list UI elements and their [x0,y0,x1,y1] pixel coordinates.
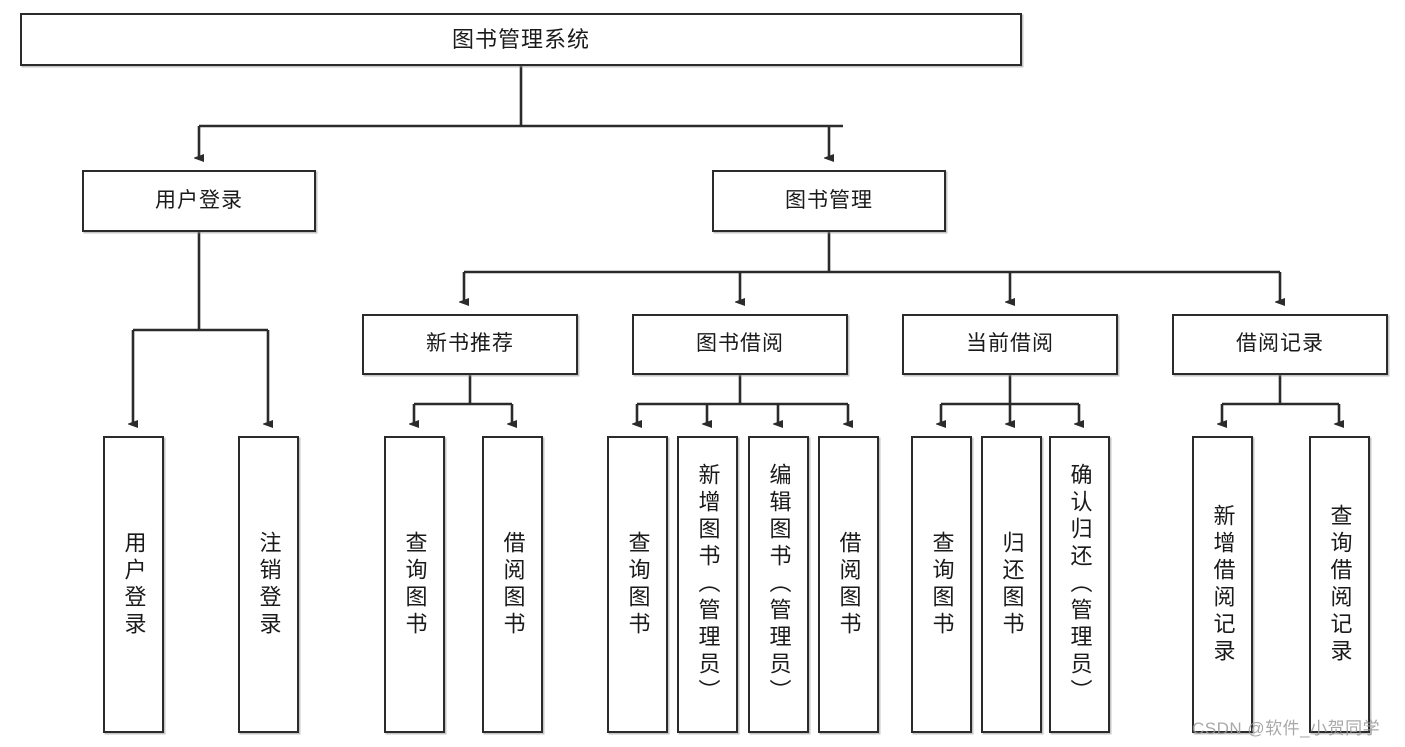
leaf-query-book-2[interactable]: 查询图书 [607,436,668,733]
node-label: 查询图书 [625,530,651,639]
node-user-login[interactable]: 用户登录 [82,170,316,232]
node-label: 图书管理 [785,188,873,212]
leaf-user-login[interactable]: 用户登录 [103,436,164,733]
leaf-edit-book[interactable]: 编辑图书（管理员） [748,436,809,733]
leaf-logout-login[interactable]: 注销登录 [238,436,299,733]
node-new-book-recommend[interactable]: 新书推荐 [362,314,578,375]
node-current-borrow[interactable]: 当前借阅 [902,314,1118,375]
node-borrow-record[interactable]: 借阅记录 [1172,314,1388,375]
node-label: 归还图书 [999,530,1025,639]
leaf-query-book-3[interactable]: 查询图书 [911,436,972,733]
node-book-management[interactable]: 图书管理 [712,170,946,232]
node-label: 当前借阅 [966,332,1054,356]
leaf-borrow-book-1[interactable]: 借阅图书 [482,436,543,733]
node-label: 查询借阅记录 [1327,503,1353,666]
node-root-system[interactable]: 图书管理系统 [20,13,1022,66]
node-label: 用户登录 [155,188,243,212]
csdn-watermark: CSDN @软件_小贺同学 [1192,719,1381,738]
node-label: 图书借阅 [696,332,784,356]
node-book-borrow[interactable]: 图书借阅 [632,314,848,375]
node-label: 查询图书 [402,530,428,639]
node-label: 新增图书（管理员） [695,463,721,706]
leaf-return-book[interactable]: 归还图书 [981,436,1042,733]
leaf-add-book[interactable]: 新增图书（管理员） [677,436,738,733]
node-label: 借阅记录 [1236,332,1324,356]
node-label: 用户登录 [121,530,147,639]
leaf-confirm-return[interactable]: 确认归还（管理员） [1049,436,1110,733]
node-label: 查询图书 [929,530,955,639]
leaf-add-record[interactable]: 新增借阅记录 [1192,436,1253,733]
leaf-query-record[interactable]: 查询借阅记录 [1309,436,1370,733]
leaf-borrow-book-2[interactable]: 借阅图书 [818,436,879,733]
node-label: 确认归还（管理员） [1067,463,1093,706]
node-label: 新增借阅记录 [1210,503,1236,666]
node-label: 图书管理系统 [451,26,590,52]
node-label: 新书推荐 [426,332,514,356]
leaf-query-book-1[interactable]: 查询图书 [384,436,445,733]
node-label: 借阅图书 [500,530,526,639]
node-label: 借阅图书 [836,530,862,639]
node-label: 编辑图书（管理员） [766,463,792,706]
node-label: 注销登录 [256,530,282,639]
